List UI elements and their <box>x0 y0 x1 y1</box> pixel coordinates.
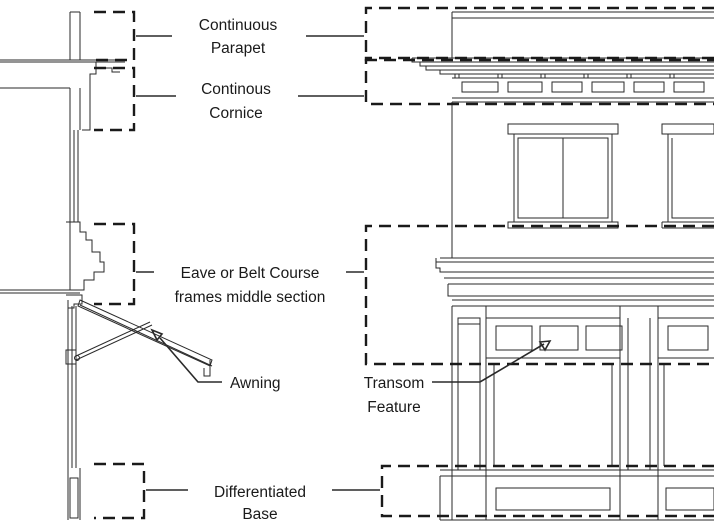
cornice-box-left <box>94 66 136 132</box>
parapet-label-line2: Parapet <box>211 40 266 57</box>
transom-label-line1: Transom <box>364 375 425 392</box>
cornice-label-line2: Cornice <box>209 105 262 122</box>
base-label-line2: Base <box>242 506 277 523</box>
eave-label-line1: Eave or Belt Course <box>181 265 320 282</box>
base-box-right <box>380 464 714 518</box>
eave-box-left <box>94 222 136 306</box>
cornice-label-line1: Continous <box>201 81 271 98</box>
eave-box-right <box>364 224 714 366</box>
parapet-label-line1: Continuous <box>199 17 278 34</box>
parapet-box-right <box>364 6 714 62</box>
cornice-box-right <box>364 56 714 106</box>
wall-section-drawing <box>0 11 213 520</box>
transom-label-line2: Feature <box>367 399 420 416</box>
base-label-line1: Differentiated <box>214 484 306 501</box>
callout-boxes <box>94 6 714 520</box>
eave-label-line2: frames middle section <box>175 289 326 306</box>
labels: Continuous Parapet Continous Cornice Eav… <box>175 17 425 523</box>
base-box-left <box>94 462 146 520</box>
leader-lines <box>136 35 552 491</box>
facade-elevation-drawing <box>411 11 714 521</box>
parapet-box-left <box>94 10 136 62</box>
awning-label: Awning <box>230 375 281 392</box>
